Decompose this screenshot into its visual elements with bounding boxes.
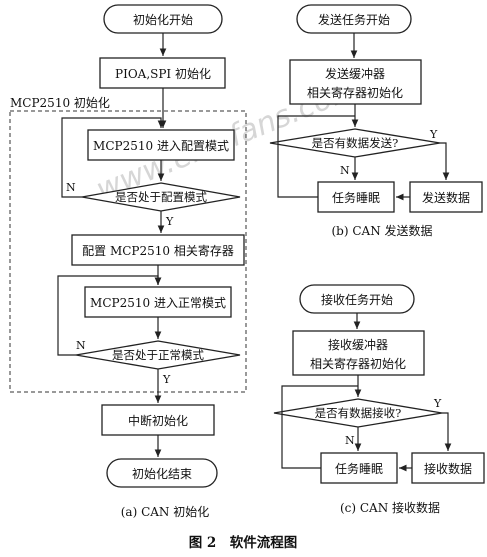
chart-c-can-receive: 接收任务开始 接收缓冲器 相关寄存器初始化 是否有数据接收? Y N 任务睡眠 … — [273, 284, 485, 515]
b-sleep-label: 任务睡眠 — [332, 190, 380, 205]
chart-b-can-send: 发送任务开始 发送缓冲器 相关寄存器初始化 是否有数据发送? Y N 任务睡眠 … — [269, 4, 483, 238]
a-start-label: 初始化开始 — [133, 13, 193, 27]
c-caption: (c) CAN 接收数据 — [340, 500, 440, 515]
b-yes-label: Y — [429, 128, 438, 141]
a-config-mode-decision-label: 是否处于配置模式 — [115, 190, 207, 204]
b-start-label: 发送任务开始 — [318, 12, 390, 27]
c-receive-label: 接收数据 — [424, 461, 472, 476]
b-caption: (b) CAN 发送数据 — [331, 223, 432, 238]
c-start-label: 接收任务开始 — [321, 292, 393, 307]
c-yes-label: Y — [433, 397, 442, 410]
c-buffer-init-line2: 相关寄存器初始化 — [310, 356, 406, 371]
c-sleep-label: 任务睡眠 — [335, 461, 383, 476]
a-end-label: 初始化结束 — [132, 467, 192, 481]
a-interrupt-init-label: 中断初始化 — [128, 413, 188, 428]
figure-caption: 图 2 软件流程图 — [189, 534, 298, 551]
a-normal-no-label: N — [76, 339, 86, 352]
c-no-label: N — [345, 434, 355, 447]
c-sleep-box — [320, 452, 398, 484]
b-decision-label: 是否有数据发送? — [312, 136, 399, 150]
a-config-no-label: N — [66, 181, 76, 194]
a-normal-mode-label: MCP2510 进入正常模式 — [90, 296, 226, 310]
b-send-label: 发送数据 — [422, 190, 470, 205]
a-normal-mode-decision-label: 是否处于正常模式 — [112, 348, 204, 362]
c-receive-box — [411, 452, 485, 484]
a-config-regs-box — [71, 234, 245, 266]
b-sleep-box — [317, 181, 395, 213]
b-no-label: N — [340, 164, 350, 177]
a-config-regs-label: 配置 MCP2510 相关寄存器 — [82, 243, 234, 258]
a-group-label: MCP2510 初始化 — [10, 96, 110, 110]
a-interrupt-init-box — [101, 404, 215, 436]
c-buffer-init-box — [292, 330, 425, 376]
b-buffer-init-line2: 相关寄存器初始化 — [307, 85, 403, 100]
a-config-yes-label: Y — [165, 215, 174, 228]
a-end-terminator — [106, 458, 218, 488]
a-caption: (a) CAN 初始化 — [121, 505, 210, 519]
c-decision-label: 是否有数据接收? — [315, 406, 402, 420]
b-buffer-init-line1: 发送缓冲器 — [325, 66, 385, 81]
a-normal-yes-label: Y — [162, 373, 171, 386]
chart-a-can-init: 初始化开始 PIOA,SPI 初始化 MCP2510 初始化 MCP2510 进… — [9, 4, 247, 519]
b-buffer-init-box — [289, 59, 422, 105]
a-normal-mode-box — [84, 286, 232, 318]
a-pioa-spi-init-label: PIOA,SPI 初始化 — [115, 67, 211, 81]
a-config-mode-label: MCP2510 进入配置模式 — [93, 139, 229, 153]
c-buffer-init-line1: 接收缓冲器 — [328, 337, 388, 352]
